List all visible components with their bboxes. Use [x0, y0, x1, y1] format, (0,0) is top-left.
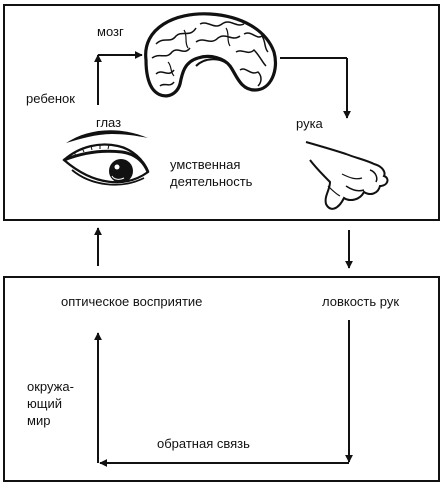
- brain-label: мозг: [97, 24, 124, 39]
- top-box: [3, 4, 440, 221]
- bottom-box: [3, 276, 440, 482]
- hand-icon: [305, 141, 389, 210]
- eye-icon: [62, 130, 150, 186]
- world-line-3: мир: [27, 413, 51, 428]
- mental-activity-line-1: умственная: [170, 157, 241, 172]
- brain-icon: [144, 12, 277, 98]
- surrounding-world-label: окружа- ющий мир: [27, 378, 74, 429]
- hand-label: рука: [296, 116, 323, 131]
- mental-activity-line-2: деятельность: [170, 174, 253, 189]
- world-line-2: ющий: [27, 396, 62, 411]
- hand-dexterity-label: ловкость рук: [322, 294, 400, 309]
- feedback-label: обратная связь: [157, 436, 250, 451]
- world-line-1: окружа-: [27, 379, 74, 394]
- eye-label: глаз: [96, 115, 122, 130]
- mental-activity-label: умственная деятельность: [170, 156, 252, 190]
- optic-perception-label: оптическое восприятие: [61, 294, 203, 309]
- child-label: ребенок: [26, 91, 75, 106]
